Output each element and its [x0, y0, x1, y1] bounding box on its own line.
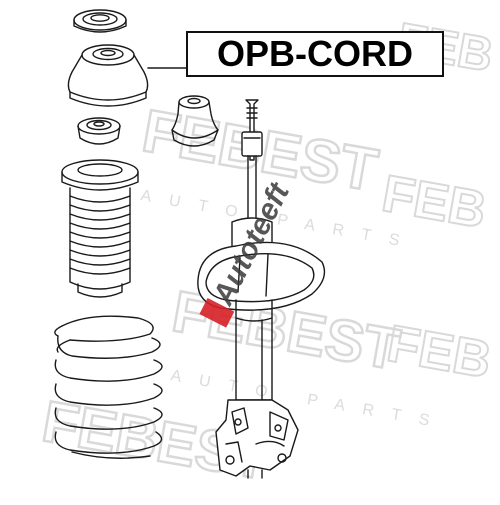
- coil-spring: [54, 315, 163, 459]
- top-mount-cap: [73, 9, 127, 33]
- strut-bearing: [77, 117, 121, 145]
- watermark-brand-bottom-right: FEB: [383, 315, 495, 390]
- bump-stop: [171, 95, 219, 147]
- autoteeft-logo-red-mark: [199, 297, 235, 328]
- watermark-brand-right: FEB: [378, 165, 490, 240]
- strut-mount: [67, 44, 149, 107]
- dust-boot: [61, 159, 139, 298]
- part-number-box: OPB-CORD: [186, 31, 444, 77]
- part-number-label: OPB-CORD: [217, 33, 413, 74]
- shock-absorber: [197, 99, 326, 479]
